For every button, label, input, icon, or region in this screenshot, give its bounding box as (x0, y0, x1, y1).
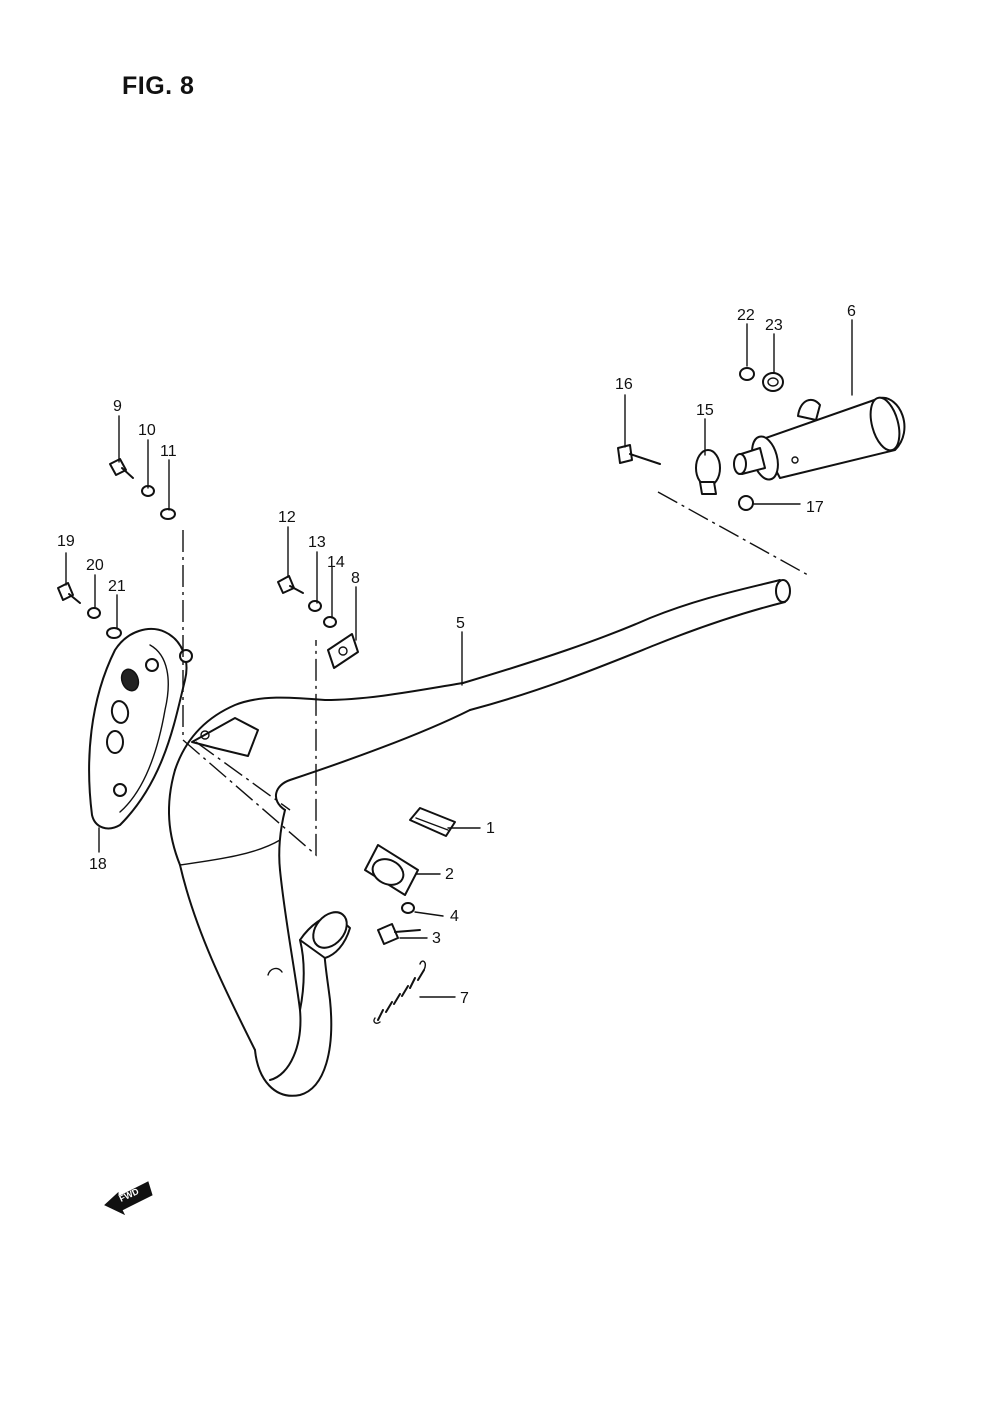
callout-20: 20 (86, 557, 104, 574)
callout-2: 2 (445, 866, 454, 883)
callout-5: 5 (456, 615, 465, 632)
callout-23: 23 (765, 317, 783, 334)
callout-22: 22 (737, 307, 755, 324)
callout-3: 3 (432, 930, 441, 947)
washer-4 (401, 902, 415, 914)
callout-17: 17 (806, 499, 824, 516)
nut-17 (738, 495, 754, 511)
callout-9: 9 (113, 398, 122, 415)
callout-8: 8 (351, 570, 360, 587)
washer-11 (160, 508, 176, 520)
fwd-arrow-icon: FWD (104, 1181, 153, 1216)
callout-1: 1 (486, 820, 495, 837)
callout-21: 21 (108, 578, 126, 595)
figure-title: FIG. 8 (122, 72, 195, 100)
silencer (733, 396, 906, 481)
washer-14 (323, 616, 337, 628)
washer-13 (308, 600, 322, 612)
heat-guard (88, 628, 193, 830)
clamp-15 (695, 449, 721, 495)
callout-13: 13 (308, 534, 326, 551)
gasket (409, 807, 456, 837)
bolt-12 (277, 575, 304, 594)
callout-18: 18 (89, 856, 107, 873)
callout-19: 19 (57, 533, 75, 550)
bracket-8 (327, 633, 359, 669)
callout-7: 7 (460, 990, 469, 1007)
bolt-9 (109, 458, 134, 479)
callout-16: 16 (615, 376, 633, 393)
callout-4: 4 (450, 908, 459, 925)
spring-7 (373, 960, 427, 1024)
callout-14: 14 (327, 554, 345, 571)
callout-10: 10 (138, 422, 156, 439)
callout-labels: 1 2 3 4 5 6 7 8 9 10 11 12 13 14 15 16 1… (57, 303, 856, 1007)
callout-6: 6 (847, 303, 856, 320)
callout-11: 11 (160, 443, 177, 460)
bolt-16 (617, 444, 661, 465)
bolt-19 (57, 582, 81, 604)
exhaust-flange (364, 844, 419, 896)
callout-12: 12 (278, 509, 296, 526)
leader-lines (65, 319, 853, 998)
exhaust-pipe (167, 579, 791, 1097)
callout-15: 15 (696, 402, 714, 419)
washer-21 (106, 627, 122, 639)
grommet-22 (739, 367, 755, 381)
grommet-23 (762, 372, 784, 392)
bolt-3 (377, 923, 421, 945)
assembly-lines (182, 491, 809, 857)
washer-20 (87, 607, 101, 619)
